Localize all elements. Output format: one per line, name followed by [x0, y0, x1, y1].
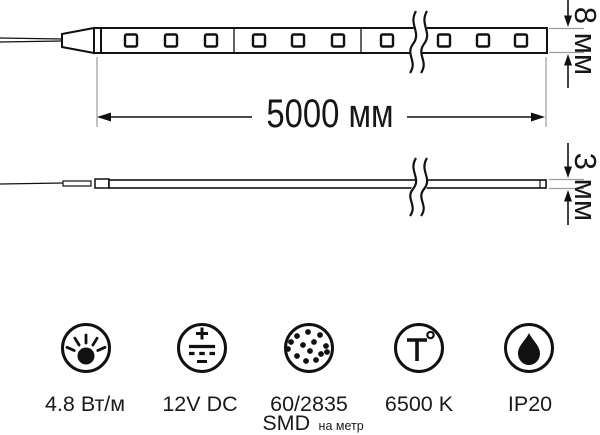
- led-chips: [123, 33, 529, 48]
- length-dimension-lines: [96, 57, 547, 127]
- color-temperature-icon: [394, 323, 444, 373]
- led-strip-side-view: [0, 154, 547, 220]
- spec-label-color-temp: 6500 K: [384, 392, 454, 416]
- wire: [0, 182, 64, 185]
- smd-led-count-icon: [284, 323, 334, 373]
- drop-icon: [518, 333, 540, 365]
- per-meter-text: на метр: [318, 419, 364, 433]
- break-symbol: [409, 7, 429, 77]
- strip-body-side: [108, 179, 547, 189]
- length-dimension-value: 5000 мм: [266, 92, 394, 136]
- spec-sublabel-smd: SMD на метр: [248, 411, 378, 435]
- spec-label-voltage: 12V DC: [162, 392, 238, 416]
- ip-rating-icon: [504, 323, 554, 373]
- width-dimension-lines: [549, 0, 584, 88]
- smd-text: SMD: [262, 411, 311, 435]
- height-dimension-lines: [549, 143, 584, 225]
- height-dimension-value: 3 мм: [568, 152, 600, 222]
- spec-label-ip-rating: IP20: [507, 392, 553, 416]
- break-symbol: [409, 154, 429, 220]
- spec-label-led-count: 60/2835: [270, 392, 348, 416]
- dc-voltage-icon: [177, 323, 227, 373]
- width-dimension-value: 8 мм: [568, 6, 600, 76]
- wires: [0, 37, 63, 43]
- led-strip-top-view: [0, 7, 548, 77]
- brightness-icon: [61, 323, 111, 373]
- connector: [61, 26, 95, 55]
- spec-label-power: 4.8 Вт/м: [44, 392, 126, 416]
